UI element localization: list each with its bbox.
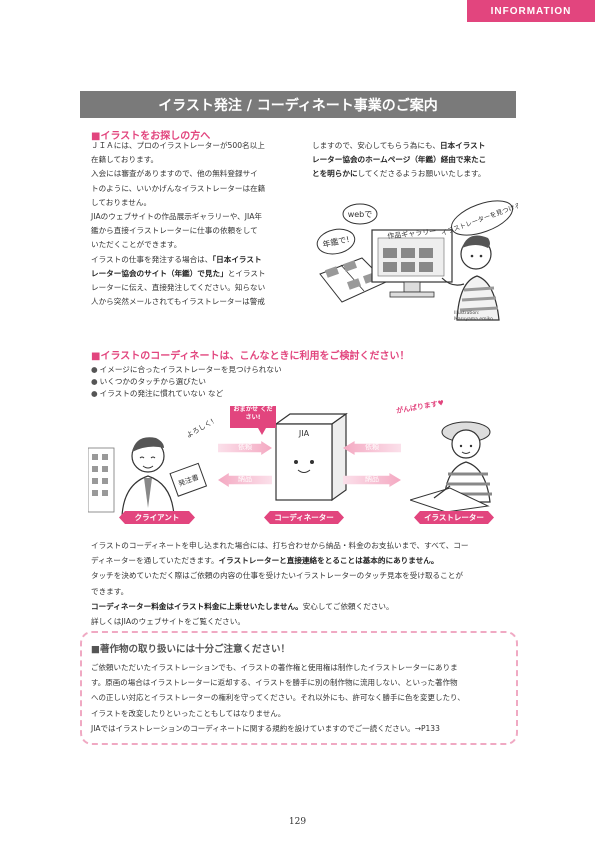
list-item: イメージに合ったイラストレーターを見つけられない: [91, 364, 282, 376]
list-item: イラストの発注に慣れていない など: [91, 388, 282, 400]
text-line: ディネーターを通していただきます。イラストレーターと直接連絡をとることは基本的に…: [91, 553, 521, 568]
text-line: いただくことができます。: [91, 240, 182, 250]
bold-text: とを明らかに: [312, 169, 358, 179]
delivery-arrow-to-client: 納品: [218, 473, 272, 487]
jia-box-icon: [274, 412, 348, 502]
arrow-label: 依頼: [238, 443, 252, 451]
page-title: イラスト発注 / コーディネート事業のご案内: [80, 91, 516, 118]
page-number: 129: [288, 817, 307, 827]
coordinate-description: イラストのコーディネートを申し込まれた場合には、打ち合わせから納品・料金のお支払…: [91, 538, 521, 629]
text-line: レーター協会のサイト（年鑑）で見た」とイラスト: [91, 267, 306, 281]
text-line: しておりません。: [91, 197, 152, 207]
arrow-label: 納品: [238, 475, 252, 483]
request-arrow-to-coordinator: 依頼: [218, 441, 272, 455]
searching-person-icon: [441, 235, 500, 321]
section-heading-coordinate: ■イラストのコーディネートは、こんなときに利用をご検討ください！: [91, 351, 410, 362]
bubble-text: おまかせ ください!: [233, 406, 273, 421]
text-span: とイラスト: [227, 268, 266, 278]
illustration-credit: Illustration: Maruyama emiko: [454, 311, 493, 322]
use-case-list: イメージに合ったイラストレーターを見つけられない いくつかのタッチから選びたい …: [91, 364, 282, 401]
text-line: タッチを決めていただく際はご依頼の内容の仕事を受けたいイラストレーターのタッチ見…: [91, 571, 463, 581]
bubble-icon: [230, 406, 276, 435]
delivery-arrow-to-coordinator: 納品: [343, 473, 401, 487]
text-line: JIAではイラストレーションのコーディネートに関する規約を設けていますのでご一読…: [91, 723, 440, 733]
text-line: への正しい対応とイラストレーターの権利を守ってください。それ以外にも、許可なく勝…: [91, 693, 465, 703]
text-line: 詳しくはJIAのウェブサイトをご覧ください。: [91, 617, 245, 627]
text-line: JIAのウェブサイトの作品展示ギャラリーや、JIA年: [91, 212, 262, 222]
bold-text: 日本イラスト: [439, 141, 486, 150]
notice-text: ご依頼いただいたイラストレーションでも、イラストの著作権と使用権は制作したイラス…: [91, 660, 511, 736]
role-label-illustrator: イラストレーター: [414, 511, 494, 524]
building-icon: [88, 447, 115, 513]
web-bubble-text: webで: [348, 210, 373, 219]
text-line: 人から突然メールされてもイラストレーターは警戒: [91, 297, 265, 307]
bold-text: レーター協会のホームページ（年鑑）経由で来たこ: [312, 155, 487, 165]
text-line: す。原画の場合はイラストレーターに返却する、イラストを勝手に別の制作物に流用しな…: [91, 678, 458, 688]
bold-text: コーディネーター料金はイラスト料金に上乗せいたしません。: [91, 601, 303, 611]
text-line: トのように、いいかげんなイラストレーターは在籍: [91, 183, 266, 193]
monitor-icon: [371, 229, 453, 298]
text-line: コーディネーター料金はイラスト料金に上乗せいたしません。安心してご依頼ください。: [91, 599, 521, 614]
text-line: ご依頼いただいたイラストレーションでも、イラストの著作権と使用権は制作したイラス…: [91, 663, 458, 672]
jia-box-label: JIA: [298, 429, 310, 438]
text-line: 入会には審査がありますので、他の無料登録サイ: [91, 169, 258, 179]
text-line: イラストの仕事を発注する場合は、「日本イラスト: [91, 253, 306, 267]
credit-name: Maruyama emiko: [454, 316, 493, 322]
text-line: レーターに伝え、直接発注してください。知らない: [91, 283, 266, 293]
text-line: とを明らかにしてくださるようお願いいたします。: [312, 167, 520, 181]
notice-title: ■著作物の取り扱いには十分ご注意ください！: [91, 644, 290, 655]
bold-text: レーター協会のサイト（年鑑）で見た」: [91, 268, 228, 278]
text-line: できます。: [91, 586, 129, 596]
text-span: 安心してご依頼ください。: [302, 601, 394, 611]
text-line: しますので、安心してもらう為にも、日本イラスト: [312, 139, 520, 153]
role-label-coordinator: コーディネーター: [264, 511, 344, 524]
businessman-icon: [121, 437, 175, 517]
text-span: イラストの仕事を発注する場合は、: [91, 254, 213, 264]
coordinator-illustration: JIA: [274, 412, 348, 502]
text-line: 鑑から直接イラストレーターに仕事の依頼をして: [91, 226, 258, 236]
bold-text: 「日本イラスト: [212, 254, 262, 264]
text-span: ディネーターを通していただきます。: [91, 556, 219, 566]
person-searching-illustration: 年鑑で! 作品ギャラリー webで イラストレーターを見つける!: [316, 199, 518, 321]
text-line: イラストを改変したりといったこともしてはなりません。: [91, 708, 286, 718]
arrow-label: 依頼: [365, 443, 379, 451]
text-span: しますので、安心してもらう為にも、: [312, 141, 440, 150]
text-line: ＪＩＡには、プロのイラストレーターが500名以上: [91, 141, 265, 150]
client-illustration: 発注書 よろしく!: [88, 417, 216, 517]
copyright-notice-box: [80, 631, 518, 745]
list-item: いくつかのタッチから選びたい: [91, 376, 282, 388]
text-span: してくださるようお願いいたします。: [357, 169, 486, 179]
information-tab: INFORMATION: [467, 0, 595, 22]
section-heading-find-illustrator: ■イラストをお探しの方へ: [91, 131, 211, 142]
illustrator-illustration: [410, 421, 492, 512]
request-arrow-to-illustrator: 依頼: [343, 441, 401, 455]
right-column-text: しますので、安心してもらう為にも、日本イラスト レーター協会のホームページ（年鑑…: [312, 139, 520, 182]
left-column-text: ＪＩＡには、プロのイラストレーターが500名以上 在籍しております。 入会には審…: [91, 139, 306, 309]
arrow-label: 納品: [365, 475, 379, 483]
bold-text: イラストレーターと直接連絡をとることは基本的にありません。: [218, 556, 439, 566]
credit-label: Illustration:: [454, 311, 480, 316]
request-text: よろしく!: [185, 417, 216, 439]
text-line: イラストのコーディネートを申し込まれた場合には、打ち合わせから納品・料金のお支払…: [91, 541, 469, 550]
role-label-client: クライアント: [119, 511, 195, 524]
text-line: 在籍しております。: [91, 155, 159, 165]
text-line: レーター協会のホームページ（年鑑）経由で来たこ: [312, 153, 520, 167]
